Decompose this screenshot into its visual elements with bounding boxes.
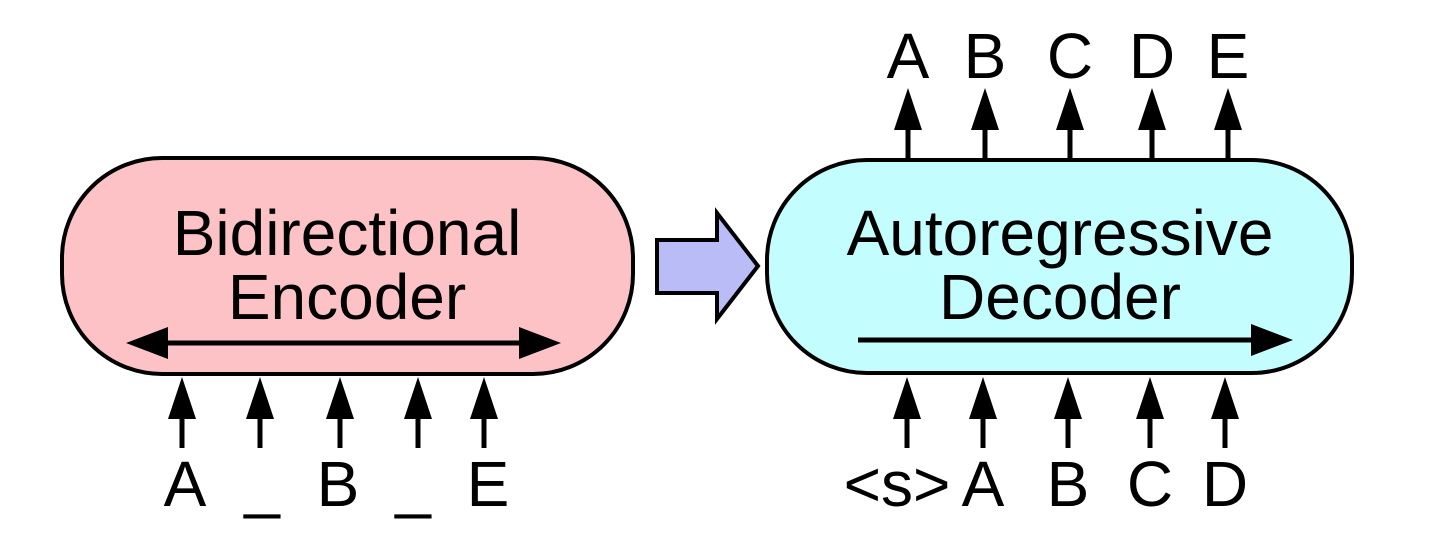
decoder-input-token: B <box>1047 448 1090 520</box>
decoder-title-line1: Autoregressive <box>847 197 1274 269</box>
left-to-right-arrow-icon <box>858 324 1293 356</box>
up-arrow-icon <box>1211 377 1239 448</box>
decoder-output-token: E <box>1207 20 1250 92</box>
bidirectional-arrow-icon <box>126 327 561 359</box>
encoder-block: Bidirectional Encoder <box>60 156 635 376</box>
up-arrow-icon <box>1056 88 1084 159</box>
decoder-input-token: A <box>962 448 1005 520</box>
up-arrow-icon <box>894 88 922 159</box>
up-arrow-icon <box>1138 88 1166 159</box>
decoder-output-token: B <box>964 20 1007 92</box>
encoder-input-arrows <box>168 377 498 448</box>
decoder-input-arrows <box>893 377 1239 448</box>
encoder-title-line2: Encoder <box>228 261 466 333</box>
decoder-input-tokens: <s> A B C D <box>844 448 1248 520</box>
decoder-title-line2: Decoder <box>939 261 1181 333</box>
decoder-output-token: C <box>1047 20 1093 92</box>
encoder-title-line1: Bidirectional <box>173 197 522 269</box>
decoder-block: Autoregressive Decoder <box>765 158 1354 375</box>
encoder-to-decoder-arrow-icon <box>655 207 761 325</box>
encoder-input-token: E <box>467 448 510 520</box>
encoder-input-token: _ <box>394 448 432 520</box>
up-arrow-icon <box>404 377 432 448</box>
decoder-output-token: D <box>1129 20 1175 92</box>
decoder-output-tokens: A B C D E <box>887 20 1250 92</box>
up-arrow-icon <box>1054 377 1082 448</box>
decoder-output-arrows <box>894 88 1242 159</box>
decoder-box <box>765 158 1354 375</box>
up-arrow-icon <box>971 88 999 159</box>
decoder-input-token: C <box>1127 448 1173 520</box>
up-arrow-icon <box>326 377 354 448</box>
up-arrow-icon <box>893 377 921 448</box>
encoder-input-tokens: A _ B _ E <box>164 448 510 520</box>
decoder-output-token: A <box>887 20 930 92</box>
up-arrow-icon <box>470 377 498 448</box>
up-arrow-icon <box>969 377 997 448</box>
encoder-input-token: A <box>164 448 207 520</box>
encoder-input-token: B <box>317 448 360 520</box>
up-arrow-icon <box>246 377 274 448</box>
encoder-box <box>60 156 635 376</box>
encoder-input-token: _ <box>243 448 281 520</box>
decoder-input-token: D <box>1202 448 1248 520</box>
up-arrow-icon <box>1136 377 1164 448</box>
up-arrow-icon <box>1214 88 1242 159</box>
up-arrow-icon <box>168 377 196 448</box>
decoder-input-token: <s> <box>844 448 951 520</box>
